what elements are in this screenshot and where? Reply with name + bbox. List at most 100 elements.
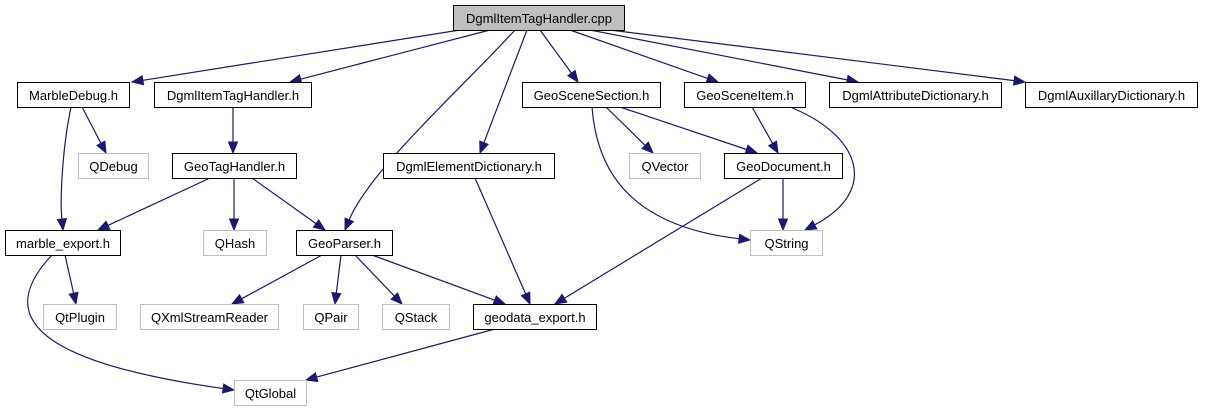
edge-root-to-dgmlitemtaghandler_h <box>288 29 491 85</box>
edge-geoscenesection-to-geodocument <box>619 106 759 155</box>
node-label: QtPlugin <box>55 310 105 325</box>
arrowhead-icon <box>520 291 531 306</box>
node-box <box>296 230 393 256</box>
node-dgmlitemtaghandler-h[interactable]: DgmlItemTagHandler.h <box>154 82 312 108</box>
arrowhead-icon <box>553 293 568 305</box>
node-label: GeoSceneItem.h <box>696 88 794 103</box>
node-box <box>154 82 312 108</box>
arrowhead-icon <box>744 144 759 155</box>
node-label: GeoParser.h <box>308 236 381 251</box>
edge-marble_export-to-qtplugin <box>64 254 79 306</box>
node-marble-export[interactable]: marble_export.h <box>5 230 121 256</box>
arrowhead-icon <box>737 233 752 244</box>
node-geotaghandler[interactable]: GeoTagHandler.h <box>172 153 297 179</box>
node-label: QXmlStreamReader <box>151 310 269 325</box>
edge-line <box>348 29 516 221</box>
node-box <box>724 153 843 179</box>
node-qhash: QHash <box>203 230 267 256</box>
node-qtplugin: QtPlugin <box>43 304 117 330</box>
node-box <box>522 82 661 108</box>
arrowhead-icon <box>705 73 720 84</box>
node-box <box>43 304 117 330</box>
node-root[interactable]: DgmlItemTagHandler.cpp <box>453 5 625 31</box>
arrowhead-icon <box>566 69 579 84</box>
node-label: DgmlItemTagHandler.h <box>167 88 299 103</box>
node-box <box>78 153 149 179</box>
edge-root-to-dgmlattributedictionary <box>589 29 860 85</box>
edge-dgmlitemtaghandler_h-to-geotaghandler <box>227 107 239 155</box>
edge-root-to-dgmlelementdictionary <box>479 29 528 155</box>
edge-line <box>64 254 75 294</box>
edge-line <box>619 106 747 151</box>
edge-line <box>609 29 1015 82</box>
node-label: QString <box>764 236 808 251</box>
arrowhead-icon <box>777 218 789 232</box>
arrowhead-icon <box>96 140 107 155</box>
edge-line <box>251 177 317 225</box>
edge-geoscenesection-to-qvector <box>605 106 654 154</box>
edge-geosceneitem-to-qstring <box>789 106 855 231</box>
edge-line <box>589 29 848 81</box>
edge-line <box>27 254 224 390</box>
edge-geoparser-to-qpair <box>331 254 342 306</box>
node-label: GeoTagHandler.h <box>184 159 285 174</box>
arrowhead-icon <box>221 383 236 394</box>
node-box <box>829 82 1002 108</box>
node-geosceneitem[interactable]: GeoSceneItem.h <box>684 82 806 108</box>
arrowhead-icon <box>130 75 145 86</box>
node-box <box>383 153 555 179</box>
edge-geoparser-to-geodata_export <box>371 254 507 305</box>
node-label: DgmlAuxillaryDictionary.h <box>1038 88 1185 103</box>
arrowhead-icon <box>228 218 240 232</box>
node-geoparser[interactable]: GeoParser.h <box>296 230 393 256</box>
edge-line <box>569 29 708 79</box>
edge-line <box>605 106 646 146</box>
edge-line <box>591 106 740 240</box>
node-box <box>140 304 279 330</box>
node-qpair: QPair <box>303 304 359 330</box>
edge-line <box>751 106 774 144</box>
node-box <box>5 230 121 256</box>
node-box <box>684 82 806 108</box>
arrowhead-icon <box>68 291 79 306</box>
edge-dgmlelementdictionary-to-geodata_export <box>474 177 531 306</box>
edge-line <box>241 254 323 300</box>
edge-root-to-geoscenesection <box>539 29 579 84</box>
arrowhead-icon <box>390 292 403 305</box>
arrowhead-icon <box>803 219 818 231</box>
node-box <box>203 230 267 256</box>
edge-line <box>474 177 527 295</box>
edge-root-to-geosceneitem <box>569 29 720 84</box>
edge-line <box>564 177 763 299</box>
arrowhead-icon <box>492 295 507 305</box>
edge-line <box>142 29 461 81</box>
edge-marbledebug-to-qdebug <box>81 106 107 155</box>
node-dgmlelementdictionary[interactable]: DgmlElementDictionary.h <box>383 153 555 179</box>
edge-line <box>539 29 572 74</box>
node-dgmlauxillarydictionary[interactable]: DgmlAuxillaryDictionary.h <box>1025 82 1198 108</box>
arrowhead-icon <box>479 140 490 155</box>
node-label: GeoDocument.h <box>736 159 831 174</box>
node-label: marble_export.h <box>16 236 110 251</box>
edge-line <box>483 29 528 143</box>
node-geoscenesection[interactable]: GeoSceneSection.h <box>522 82 661 108</box>
node-box <box>473 304 597 330</box>
node-geodata-export[interactable]: geodata_export.h <box>473 304 597 330</box>
node-box <box>234 380 307 406</box>
node-dgmlattributedictionary[interactable]: DgmlAttributeDictionary.h <box>829 82 1002 108</box>
arrowhead-icon <box>344 217 355 232</box>
node-label: GeoSceneSection.h <box>534 88 650 103</box>
node-marbledebug[interactable]: MarbleDebug.h <box>17 82 130 108</box>
edge-line <box>316 328 496 378</box>
arrowhead-icon <box>56 218 68 232</box>
edge-line <box>371 254 495 301</box>
node-box <box>750 230 823 256</box>
node-geodocument[interactable]: GeoDocument.h <box>724 153 843 179</box>
edge-marbledebug-to-marble_export <box>56 106 72 232</box>
node-qxmlstreamreader: QXmlStreamReader <box>140 304 279 330</box>
node-label: QtGlobal <box>245 386 296 401</box>
edge-line <box>81 106 102 144</box>
arrowhead-icon <box>227 141 239 155</box>
arrowhead-icon <box>96 220 111 231</box>
